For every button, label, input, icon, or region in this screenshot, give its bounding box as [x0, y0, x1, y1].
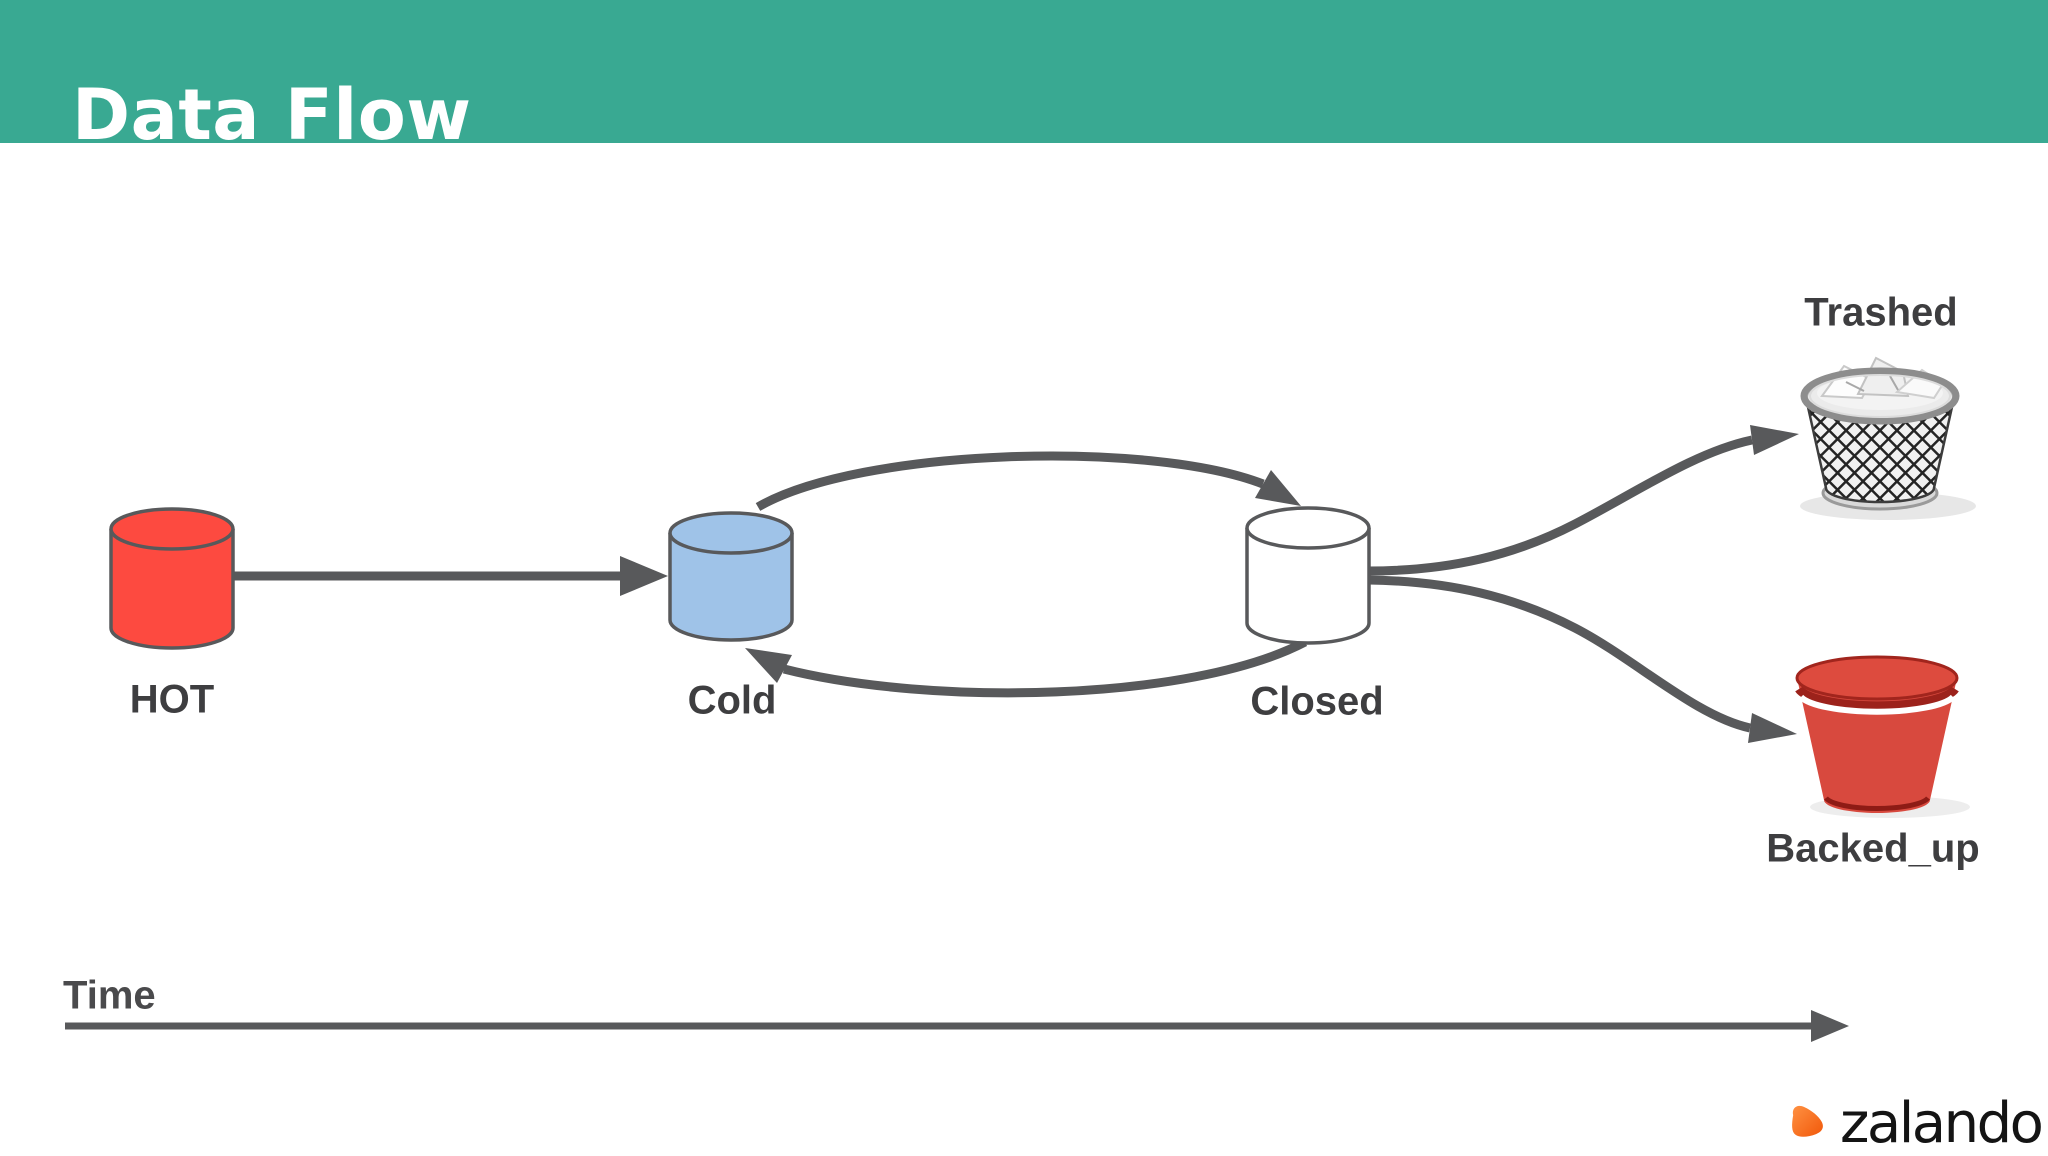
paper-crease: [1845, 375, 1899, 392]
edge-cold-to-closed-arrowhead: [1255, 470, 1301, 506]
bucket-dark-band: [1795, 686, 1959, 711]
bucket-bottom-rim: [1824, 796, 1930, 811]
hot-cylinder-body: [109, 529, 235, 650]
cold-cylinder-top: [668, 511, 794, 555]
wastebasket-rim-highlight: [1809, 374, 1951, 418]
edge-closed-to-trashed-arrowhead: [1750, 425, 1799, 455]
brand-wordmark: zalando: [1840, 1090, 2044, 1156]
edge-closed-to-cold-arrowhead: [745, 648, 792, 683]
node-cold-cylinder: [668, 511, 794, 642]
hot-cylinder-top: [109, 507, 235, 551]
bucket-white-stripe: [1798, 694, 1956, 715]
zalando-logo-icon: [1792, 1105, 1823, 1137]
edge-closed-to-backedup: [1367, 575, 1752, 733]
wastebasket-icon: [1800, 356, 1976, 520]
slide-title: Data Flow: [72, 73, 472, 156]
flow-arrows: [233, 425, 1799, 743]
wastebasket-rim-ring: [1800, 367, 1960, 425]
closed-cylinder-top: [1245, 506, 1371, 550]
cold-cylinder-body: [668, 533, 794, 642]
time-axis-label: Time: [63, 973, 156, 1018]
closed-cylinder-body: [1245, 528, 1371, 645]
node-label-trashed: Trashed: [1804, 290, 1958, 335]
node-closed-cylinder: [1245, 506, 1371, 645]
node-label-closed: Closed: [1250, 679, 1384, 724]
node-hot-cylinder: [109, 507, 235, 650]
node-label-hot: HOT: [129, 677, 215, 722]
edge-closed-to-backedup-arrowhead: [1748, 713, 1797, 743]
time-axis-arrowhead: [1811, 1010, 1849, 1042]
slide-header: Data Flow: [0, 0, 2048, 156]
node-label-cold: Cold: [687, 678, 777, 723]
time-axis: [65, 1010, 1849, 1042]
bucket-top-disc: [1795, 655, 1959, 701]
edge-hot-to-cold-arrowhead: [620, 556, 668, 596]
node-label-backed-up: Backed_up: [1766, 826, 1980, 871]
edge-closed-to-trashed: [1367, 435, 1753, 576]
edge-cold-to-closed: [755, 451, 1265, 511]
edge-closed-to-cold: [782, 638, 1308, 698]
bucket-icon: [1795, 655, 1970, 818]
brand-logo: zalando: [1786, 1091, 2044, 1156]
